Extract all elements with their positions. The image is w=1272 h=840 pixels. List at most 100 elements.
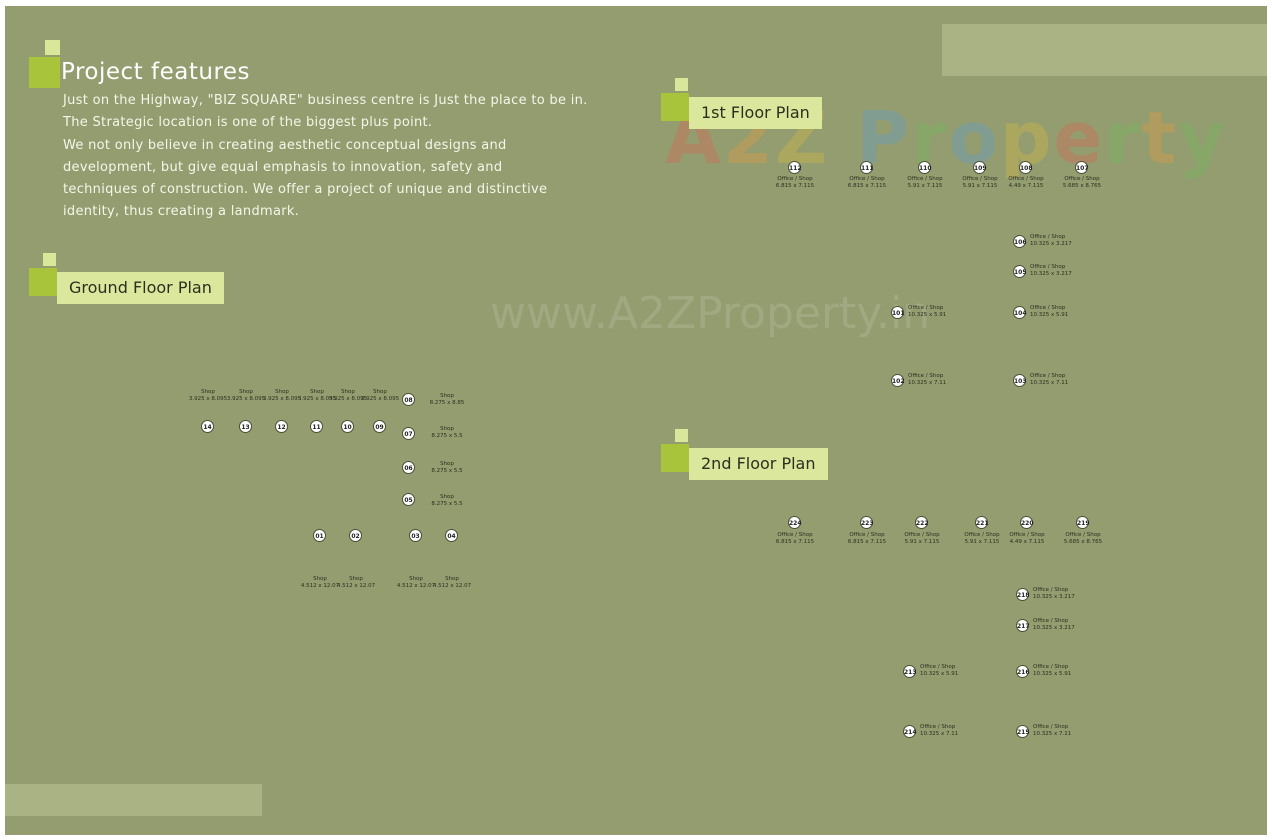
unit-number: 02 <box>349 529 362 542</box>
unit-number: 218 <box>1016 588 1030 601</box>
wm-letter-10: r <box>1104 96 1142 180</box>
unit-number: 06 <box>402 461 415 474</box>
deco-square-small <box>43 253 56 266</box>
deco-square-small <box>675 429 688 442</box>
unit-number: 221 <box>975 516 989 529</box>
unit-type: Office / Shop <box>920 724 956 730</box>
unit-type: Shop <box>201 389 215 395</box>
wm-letter-4 <box>829 96 856 180</box>
unit-number: 111 <box>860 161 874 174</box>
unit-size: 3.925 x 8.095 <box>328 396 368 402</box>
description-line: identity, thus creating a landmark. <box>63 204 300 220</box>
unit-size: 3.925 x 8.095 <box>226 396 266 402</box>
unit-type: Office / Shop <box>1030 373 1066 379</box>
unit-number: 216 <box>1016 665 1030 678</box>
unit-number: 220 <box>1020 516 1034 529</box>
unit-size: 10.325 x 3.217 <box>1033 594 1075 600</box>
unit-type: Office / Shop <box>1030 234 1066 240</box>
unit-type: Shop <box>373 389 387 395</box>
unit-type: Shop <box>440 494 454 500</box>
unit-type: Office / Shop <box>1033 587 1069 593</box>
unit-number: 223 <box>860 516 874 529</box>
unit-size: 10.325 x 3.217 <box>1030 241 1072 247</box>
unit-type: Office / Shop <box>920 664 956 670</box>
unit-number: 07 <box>402 427 415 440</box>
unit-number: 12 <box>275 420 288 433</box>
unit-number: 14 <box>201 420 214 433</box>
unit-type: Shop <box>349 576 363 582</box>
unit-type: Office / Shop <box>908 305 944 311</box>
unit-size: 5.91 x 7.115 <box>964 539 1000 545</box>
description-line: Just on the Highway, "BIZ SQUARE" busine… <box>63 93 588 108</box>
unit-type: Shop <box>445 576 459 582</box>
description-line: techniques of construction. We offer a p… <box>63 182 548 198</box>
unit-type: Shop <box>313 576 327 582</box>
deco-square-large <box>29 57 60 88</box>
unit-size: 10.325 x 3.217 <box>1033 625 1075 631</box>
unit-size: 4.512 x 12.07 <box>336 583 376 589</box>
unit-size: 8.275 x 5.5 <box>431 433 463 439</box>
unit-type: Office / Shop <box>849 532 885 538</box>
wm-letter-11: t <box>1141 96 1179 180</box>
first-floor-title: 1st Floor Plan <box>689 97 822 129</box>
unit-number: 13 <box>239 420 252 433</box>
unit-type: Office / Shop <box>904 532 940 538</box>
unit-type: Office / Shop <box>777 532 813 538</box>
unit-type: Office / Shop <box>1033 664 1069 670</box>
unit-type: Office / Shop <box>1008 176 1044 182</box>
unit-size: 6.815 x 7.115 <box>775 183 815 189</box>
unit-number: 105 <box>1013 265 1027 278</box>
unit-number: 102 <box>891 374 905 387</box>
unit-type: Shop <box>275 389 289 395</box>
deco-square-large <box>661 93 689 121</box>
unit-size: 3.925 x 8.095 <box>360 396 400 402</box>
second-floor-title: 2nd Floor Plan <box>689 448 828 480</box>
bottom-left-band <box>5 784 262 816</box>
brochure-page: A2Z Property www.A2ZProperty.in Project … <box>5 6 1267 835</box>
unit-number: 108 <box>1019 161 1033 174</box>
unit-type: Office / Shop <box>1064 176 1100 182</box>
unit-type: Office / Shop <box>908 373 944 379</box>
unit-type: Office / Shop <box>1033 724 1069 730</box>
unit-size: 4.49 x 7.115 <box>1009 539 1045 545</box>
wm-letter-12: y <box>1178 96 1228 180</box>
unit-number: 106 <box>1013 235 1027 248</box>
unit-size: 3.925 x 8.095 <box>188 396 228 402</box>
unit-type: Office / Shop <box>1065 532 1101 538</box>
unit-size: 10.325 x 5.91 <box>908 312 947 318</box>
unit-size: 8.275 x 8.85 <box>429 400 465 406</box>
unit-size: 6.815 x 7.115 <box>847 539 887 545</box>
project-description: Just on the Highway, "BIZ SQUARE" busine… <box>63 90 588 224</box>
unit-type: Office / Shop <box>907 176 943 182</box>
unit-type: Shop <box>409 576 423 582</box>
unit-size: 6.815 x 7.115 <box>847 183 887 189</box>
unit-type: Office / Shop <box>962 176 998 182</box>
unit-size: 4.512 x 12.07 <box>300 583 340 589</box>
